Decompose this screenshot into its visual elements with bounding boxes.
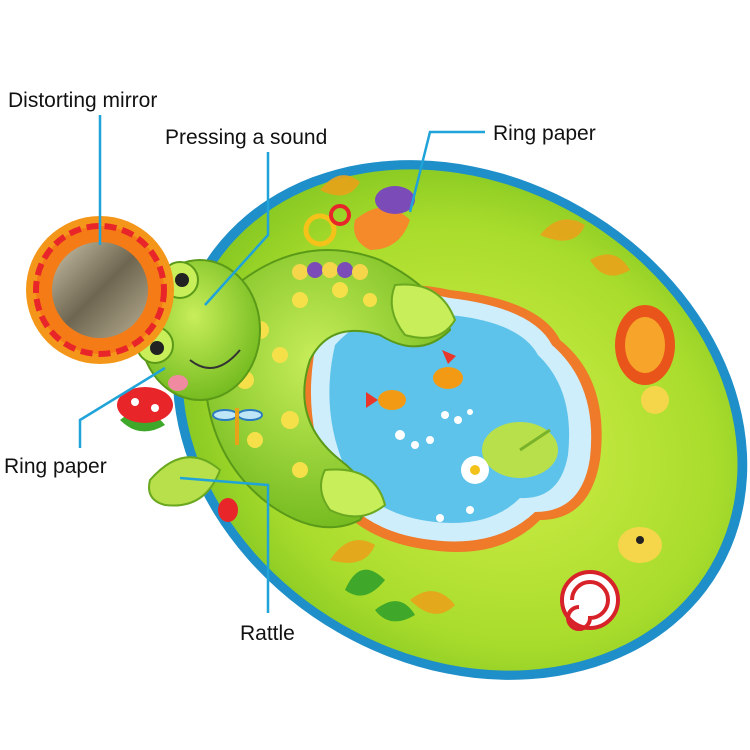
leader-ring-top bbox=[408, 130, 485, 213]
caterpillar bbox=[292, 262, 368, 280]
leader-ring-left bbox=[78, 366, 166, 448]
frog-pillow bbox=[203, 249, 457, 529]
distorting-mirror-toy bbox=[26, 216, 174, 364]
callout-lines bbox=[78, 115, 485, 613]
callout-ring-paper-top: Ring paper bbox=[493, 122, 596, 145]
ladybug bbox=[117, 387, 238, 522]
rattle-toy bbox=[148, 456, 222, 507]
pond bbox=[302, 285, 602, 552]
snail bbox=[560, 527, 662, 631]
callout-rattle: Rattle bbox=[240, 622, 295, 645]
bubbles bbox=[395, 409, 474, 522]
dragonfly bbox=[212, 408, 263, 445]
leader-rattle bbox=[179, 476, 270, 613]
leader-press bbox=[204, 152, 270, 306]
callout-pressing-sound: Pressing a sound bbox=[165, 126, 328, 149]
ring-paper-toy bbox=[303, 186, 415, 250]
leaf-decorations bbox=[320, 175, 630, 614]
lily-pad bbox=[482, 422, 558, 478]
turtle bbox=[615, 305, 675, 414]
callout-distorting-mirror: Distorting mirror bbox=[8, 89, 158, 112]
callout-ring-paper-left: Ring paper bbox=[4, 455, 107, 478]
fish bbox=[366, 350, 463, 410]
flower bbox=[461, 456, 489, 484]
